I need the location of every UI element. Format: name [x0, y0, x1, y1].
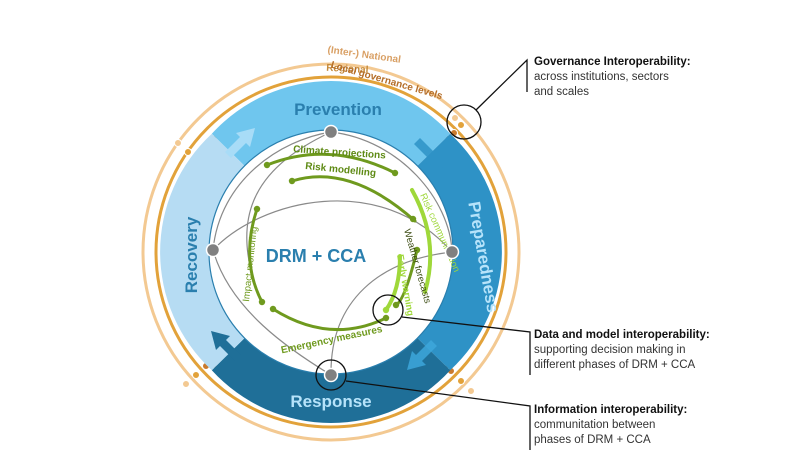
ring-regional [154, 75, 508, 429]
callout-governance-desc-2: and scales [534, 86, 589, 98]
phase-label-recovery: Recovery [182, 216, 201, 293]
callout-info-desc-2: phases of DRM + CCA [534, 434, 651, 446]
arc-climate-projections [265, 152, 397, 175]
arrow-recovery-to-prevention [225, 128, 255, 158]
center-title: DRM + CCA [266, 246, 367, 266]
callout-governance-title: Governance Interoperability: [534, 56, 691, 68]
magnifier-governance [446, 104, 482, 140]
magnifier-info [315, 359, 347, 391]
magnifier-data [372, 294, 404, 326]
callout-info: Information interoperability: communitat… [534, 403, 744, 448]
callout-governance-desc-1: across institutions, sectors [534, 71, 669, 83]
phase-nodes [205, 124, 460, 383]
leader-data [401, 316, 531, 375]
arc-risk-communication [410, 188, 433, 294]
callout-data-title: Data and model interoperability: [534, 329, 710, 341]
leader-info [345, 380, 531, 450]
callout-data-desc-2: different phases of DRM + CCA [534, 359, 696, 371]
ring-national [141, 62, 521, 442]
arc-impact-monitoring [248, 207, 264, 304]
callout-data-desc-1: supporting decision making in [534, 344, 686, 356]
leader-governance [475, 58, 528, 111]
phase-label-response: Response [290, 392, 371, 411]
callout-info-desc-1: communitation between [534, 419, 656, 431]
arrow-prevention-to-preparedness [414, 138, 444, 168]
phase-label-prevention: Prevention [294, 100, 382, 119]
arc-early-warning [384, 254, 402, 312]
node-preparedness[interactable] [444, 244, 460, 260]
callout-governance: Governance Interoperability: across inst… [534, 55, 734, 100]
arc-risk-modelling [290, 175, 417, 223]
node-response[interactable] [323, 367, 339, 383]
callout-data: Data and model interoperability: support… [534, 328, 744, 373]
arc-emergency-measures [271, 307, 388, 332]
node-recovery[interactable] [205, 242, 221, 258]
callout-info-title: Information interoperability: [534, 404, 688, 416]
governance-label-regional: Regional [326, 63, 369, 76]
transition-arrows [211, 128, 444, 370]
arrow-preparedness-to-response [407, 340, 437, 370]
arrow-response-to-recovery [211, 331, 241, 361]
node-prevention[interactable] [323, 124, 339, 140]
tool-endpoints [253, 161, 421, 322]
